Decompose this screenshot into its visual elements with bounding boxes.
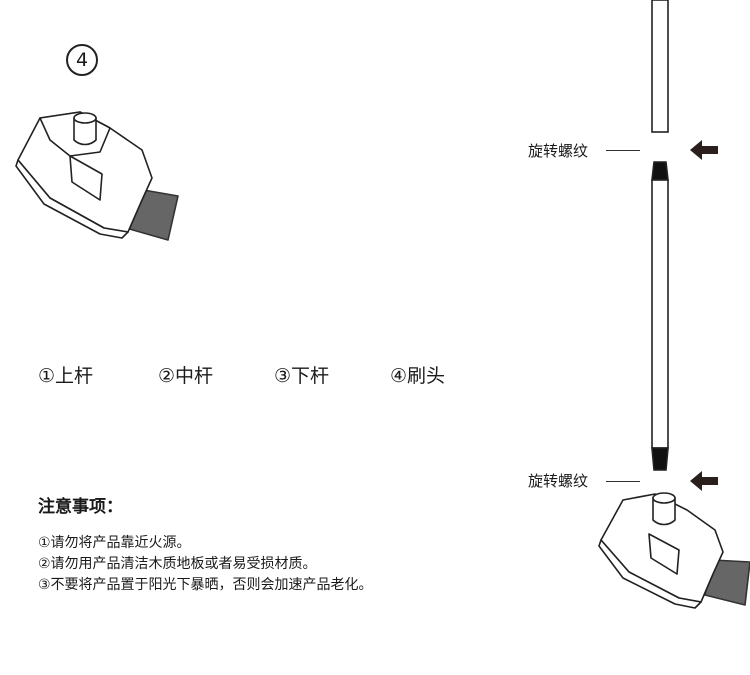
parts-legend: ①上杆 ②中杆 ③下杆 ④刷头: [38, 361, 478, 389]
arrow-left-icon: [690, 140, 718, 160]
note-item: ②请勿用产品清洁木质地板或者易受损材质。: [38, 556, 317, 572]
notes-title: 注意事项：: [38, 497, 123, 517]
arrow-left-icon: [690, 471, 718, 491]
thread-leader-line-top: [606, 150, 640, 151]
brush-head-illustration: [15, 111, 179, 241]
pole-assembly-illustration: [598, 0, 750, 609]
thread-leader-line-bottom: [606, 481, 640, 482]
thread-label-bottom: 旋转螺纹: [528, 472, 589, 490]
step-number: 4: [75, 49, 89, 71]
thread-label-top: 旋转螺纹: [528, 142, 589, 160]
part-label-middle-pole: ②中杆: [158, 365, 214, 387]
step-number-badge: 4: [66, 44, 98, 76]
note-item: ①请勿将产品靠近火源。: [38, 535, 191, 551]
part-label-brush-head: ④刷头: [390, 365, 446, 387]
notes-list: ①请勿将产品靠近火源。 ②请勿用产品清洁木质地板或者易受损材质。 ③不要将产品置…: [38, 533, 373, 596]
part-label-lower-pole: ③下杆: [274, 365, 330, 387]
part-label-upper-pole: ①上杆: [38, 365, 94, 387]
note-item: ③不要将产品置于阳光下暴晒，否则会加速产品老化。: [38, 577, 373, 593]
